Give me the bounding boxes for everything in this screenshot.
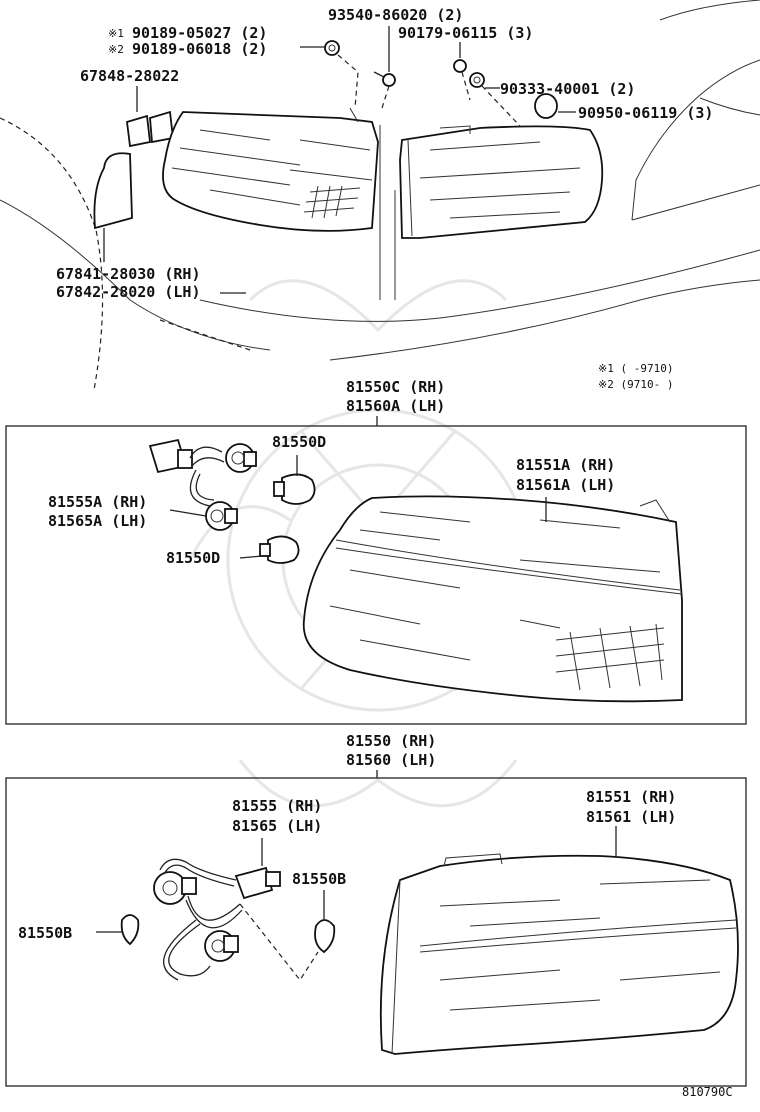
label-90333-40001: 90333-40001 (2) xyxy=(500,80,635,98)
label-81550c-rh: 81550C (RH) xyxy=(346,378,445,396)
label-81550d-top: 81550D xyxy=(272,433,326,451)
label-90189-05027: 90189-05027 (2) xyxy=(132,24,267,42)
label-67848-28022: 67848-28022 xyxy=(80,67,179,85)
bulb-d-top-icon xyxy=(273,473,316,505)
label-90179-06115: 90179-06115 (3) xyxy=(398,24,533,42)
label-81555-rh: 81555 (RH) xyxy=(232,797,322,815)
top-leader-lines xyxy=(103,26,576,294)
dash-bulb-b-right xyxy=(239,903,319,982)
middle-socket-harness xyxy=(148,438,257,531)
label-81550-rh: 81550 (RH) xyxy=(346,732,436,750)
car-body-outline xyxy=(0,0,760,391)
label-81561a-lh: 81561A (LH) xyxy=(516,476,615,494)
leader-bulb-d-bottom xyxy=(239,555,263,559)
label-81560-lh: 81560 (LH) xyxy=(346,751,436,769)
mark1-symbol: ※1 xyxy=(108,27,124,40)
assembly-box-lower xyxy=(5,777,747,1087)
assembly-box-upper xyxy=(5,425,747,725)
label-81550b-left: 81550B xyxy=(18,924,72,942)
plug-icon xyxy=(534,93,558,119)
label-81550d-bottom: 81550D xyxy=(166,549,220,567)
bottom-lamp-lens xyxy=(379,853,739,1055)
label-81565-lh: 81565 (LH) xyxy=(232,817,322,835)
bottom-socket-harness xyxy=(153,858,281,981)
label-67842-lh: 67842-28020 (LH) xyxy=(56,283,201,301)
label-81551a-rh: 81551A (RH) xyxy=(516,456,615,474)
note-mark2: ※2 (9710- ) xyxy=(598,378,673,391)
top-right-lamp xyxy=(399,125,604,239)
nut-icon xyxy=(453,59,485,88)
label-81560a-lh: 81560A (LH) xyxy=(346,397,445,415)
label-90189-06018: 90189-06018 (2) xyxy=(132,40,267,58)
label-81551-rh: 81551 (RH) xyxy=(586,788,676,806)
top-left-lamp xyxy=(162,107,379,232)
note-mark1: ※1 ( -9710) xyxy=(598,362,673,375)
label-81550b-right: 81550B xyxy=(292,870,346,888)
label-90950-06119: 90950-06119 (3) xyxy=(578,104,713,122)
bulb-b-left-icon xyxy=(120,914,140,946)
pad-large xyxy=(93,152,133,230)
bolt-icon xyxy=(324,40,340,56)
label-67841-rh: 67841-28030 (RH) xyxy=(56,265,201,283)
bulb-d-bottom-icon xyxy=(259,535,300,564)
label-81555a-rh: 81555A (RH) xyxy=(48,493,147,511)
label-81565a-lh: 81565A (LH) xyxy=(48,512,147,530)
label-81561-lh: 81561 (LH) xyxy=(586,808,676,826)
leader-socket-a xyxy=(169,509,207,517)
pad-small xyxy=(126,110,174,148)
diagram-id: 810790C xyxy=(682,1085,733,1099)
bulb-b-right-icon xyxy=(314,919,336,954)
middle-lamp-lens xyxy=(302,495,683,703)
label-93540-86020: 93540-86020 (2) xyxy=(328,6,463,24)
screw-icon xyxy=(373,71,396,87)
mark2-symbol: ※2 xyxy=(108,43,124,56)
